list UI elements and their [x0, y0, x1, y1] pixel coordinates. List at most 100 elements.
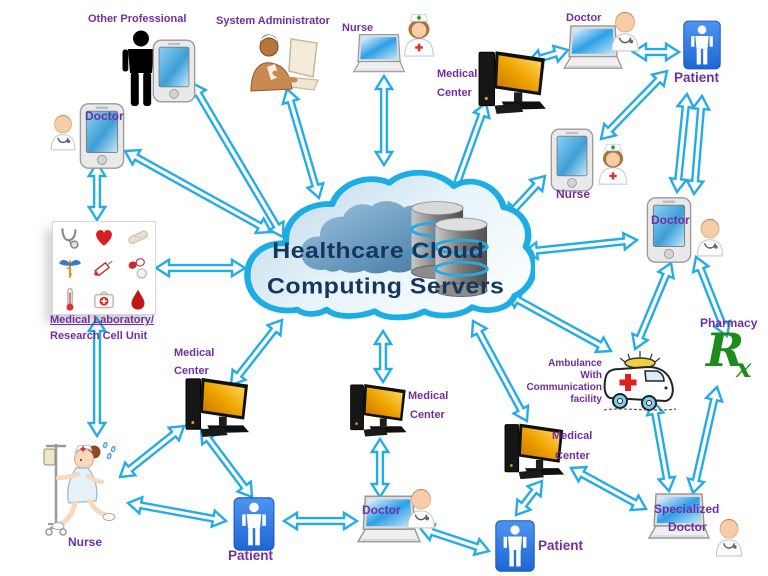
bandage-icon [128, 230, 148, 245]
ambulance-icon [603, 351, 677, 411]
doctor-avatar-icon [711, 516, 747, 558]
other-professional-device [152, 38, 196, 104]
server-stack-icon [409, 201, 489, 297]
patient-sign-icon [683, 20, 721, 70]
connection-arrow-patient_bottom_right-medical_center_right [514, 479, 544, 517]
connection-arrow-medical_center_mid-doctor_bottom [369, 436, 391, 500]
connection-arrow-ambulance-specialized_doctor [645, 398, 677, 494]
medical-center-top-label-line2: Center [437, 87, 472, 99]
stethoscope-icon [61, 228, 79, 250]
patient-bottom-right-node [495, 520, 535, 572]
medical-lab-label-line1: Medical Laboratory/ [50, 314, 154, 326]
connection-arrow-doctor_top-patient_top [630, 41, 682, 63]
patient-top-label: Patient [674, 70, 720, 85]
pda-icon [646, 196, 692, 264]
medical-center-right-label-line2: Center [555, 450, 590, 462]
connection-arrow-patient_top-nurse_right [599, 69, 669, 141]
medical-center-top-label-line1: Medical [437, 68, 478, 80]
patient-sign-icon [495, 520, 535, 572]
desktop-icon [476, 46, 550, 116]
nurse-bottom-label: Nurse [68, 535, 103, 549]
desktop-icon [173, 374, 263, 438]
doctor-top-avatar [606, 9, 644, 53]
specialized-doctor-label-line2: Doctor [668, 520, 707, 534]
pda-icon [550, 128, 594, 192]
connection-arrow-doctor_right-pharmacy [691, 254, 732, 339]
nurse-top-label: Nurse [342, 22, 374, 34]
connection-arrow-medical_center_left-patient_bottom_left [199, 427, 254, 499]
nurse-right-label: Nurse [556, 187, 591, 201]
connection-arrow-medical_lab-cloud [153, 257, 248, 279]
specialized-doctor-device [647, 491, 711, 543]
rx-letter-x: x [736, 354, 752, 384]
doctor-avatar-icon [692, 216, 728, 258]
nurse-cartoon-icon [43, 441, 116, 536]
medical-center-mid-label-line1: Medical [408, 390, 449, 402]
medical-center-left-label-line1: Medical [174, 347, 215, 359]
connection-arrow-cloud-medical_center_mid [372, 328, 394, 385]
patient-bottom-right-label: Patient [538, 538, 584, 553]
connection-arrow-patient_bottom_left-doctor_bottom [281, 510, 360, 532]
doctor-right-label: Doctor [651, 213, 690, 227]
patient-bottom-left-node [233, 497, 275, 551]
doctor-left-label: Doctor [85, 109, 124, 123]
laptop-icon [647, 491, 711, 543]
system-administrator-node [243, 33, 323, 93]
connection-arrow-nurse_bottom-patient_bottom_left [125, 495, 229, 529]
connection-arrow-cloud-doctor_right [521, 231, 640, 261]
laptop-icon [352, 32, 406, 76]
connection-arrow-medical_lab-nurse_bottom [86, 315, 108, 439]
heart-icon [96, 230, 112, 246]
other-professional-label: Other Professional [88, 13, 187, 25]
inner-cloud-icon [300, 201, 445, 274]
connection-arrow-doctor_right-ambulance [630, 260, 676, 352]
firstaid-icon [94, 291, 114, 309]
desktop-icon [348, 380, 410, 438]
medical-center-top-node [476, 46, 550, 116]
pills-icon [128, 258, 147, 279]
patient-bottom-left-label: Patient [228, 548, 274, 563]
rx-icon: R x [706, 327, 752, 384]
pda-icon [152, 38, 196, 104]
connection-arrow-doctor_left-medical_lab [86, 160, 108, 223]
doctor-right-avatar [692, 216, 728, 258]
medical-center-left-node [173, 374, 263, 438]
doctor-bottom-avatar [402, 486, 440, 530]
doctor-left-avatar [46, 112, 80, 152]
connection-arrow-system_administrator-cloud [281, 86, 325, 201]
connection-arrow-patient_top-doctor_right [668, 91, 696, 195]
medical-center-right-label-line1: Medical [552, 430, 593, 442]
connection-arrow-nurse_top-cloud [373, 73, 395, 168]
sysadmin-icon [250, 34, 319, 92]
doctor-avatar-icon [46, 112, 80, 152]
blood-drop-icon [131, 289, 145, 310]
connection-arrow-pharmacy-specialized_doctor [686, 384, 724, 496]
connection-arrow-cloud-medical_center_right [470, 319, 530, 423]
syringe-icon [93, 260, 113, 277]
doctor-right-device [646, 196, 692, 264]
caduceus-icon [59, 259, 81, 278]
rx-letter-r: R [706, 323, 745, 377]
ambulance-label-line2: With [580, 370, 602, 381]
cloud-title-line2: Computing Servers [267, 274, 504, 298]
pharmacy-label: Pharmacy [700, 316, 758, 330]
medical-center-left-label-line2: Center [174, 365, 209, 377]
ambulance-label: Ambulance With Communication facility [524, 358, 602, 406]
patient-sign-icon [233, 497, 275, 551]
nurse-avatar-icon [594, 142, 632, 186]
medical-center-mid-label-line2: Center [410, 409, 445, 421]
cloud-title-line1: Healthcare Cloud [272, 238, 484, 262]
ambulance-node [600, 348, 680, 414]
ambulance-label-line3: Communication [526, 382, 602, 393]
patient-top-node [683, 20, 721, 70]
nurse-top-avatar [399, 12, 439, 58]
specialized-doctor-avatar [711, 516, 747, 558]
connection-arrow-medical_center_right-specialized_doctor [569, 465, 648, 512]
specialized-doctor-label-line1: Specialized [654, 502, 720, 516]
medical-lab-label-line2: Research Cell Unit [50, 330, 148, 342]
doctor-bottom-label: Doctor [362, 503, 401, 517]
nurse-right-avatar [594, 142, 632, 186]
connection-arrow-nurse_bottom-medical_center_left [118, 424, 186, 479]
doctor-top-label: Doctor [566, 12, 602, 24]
